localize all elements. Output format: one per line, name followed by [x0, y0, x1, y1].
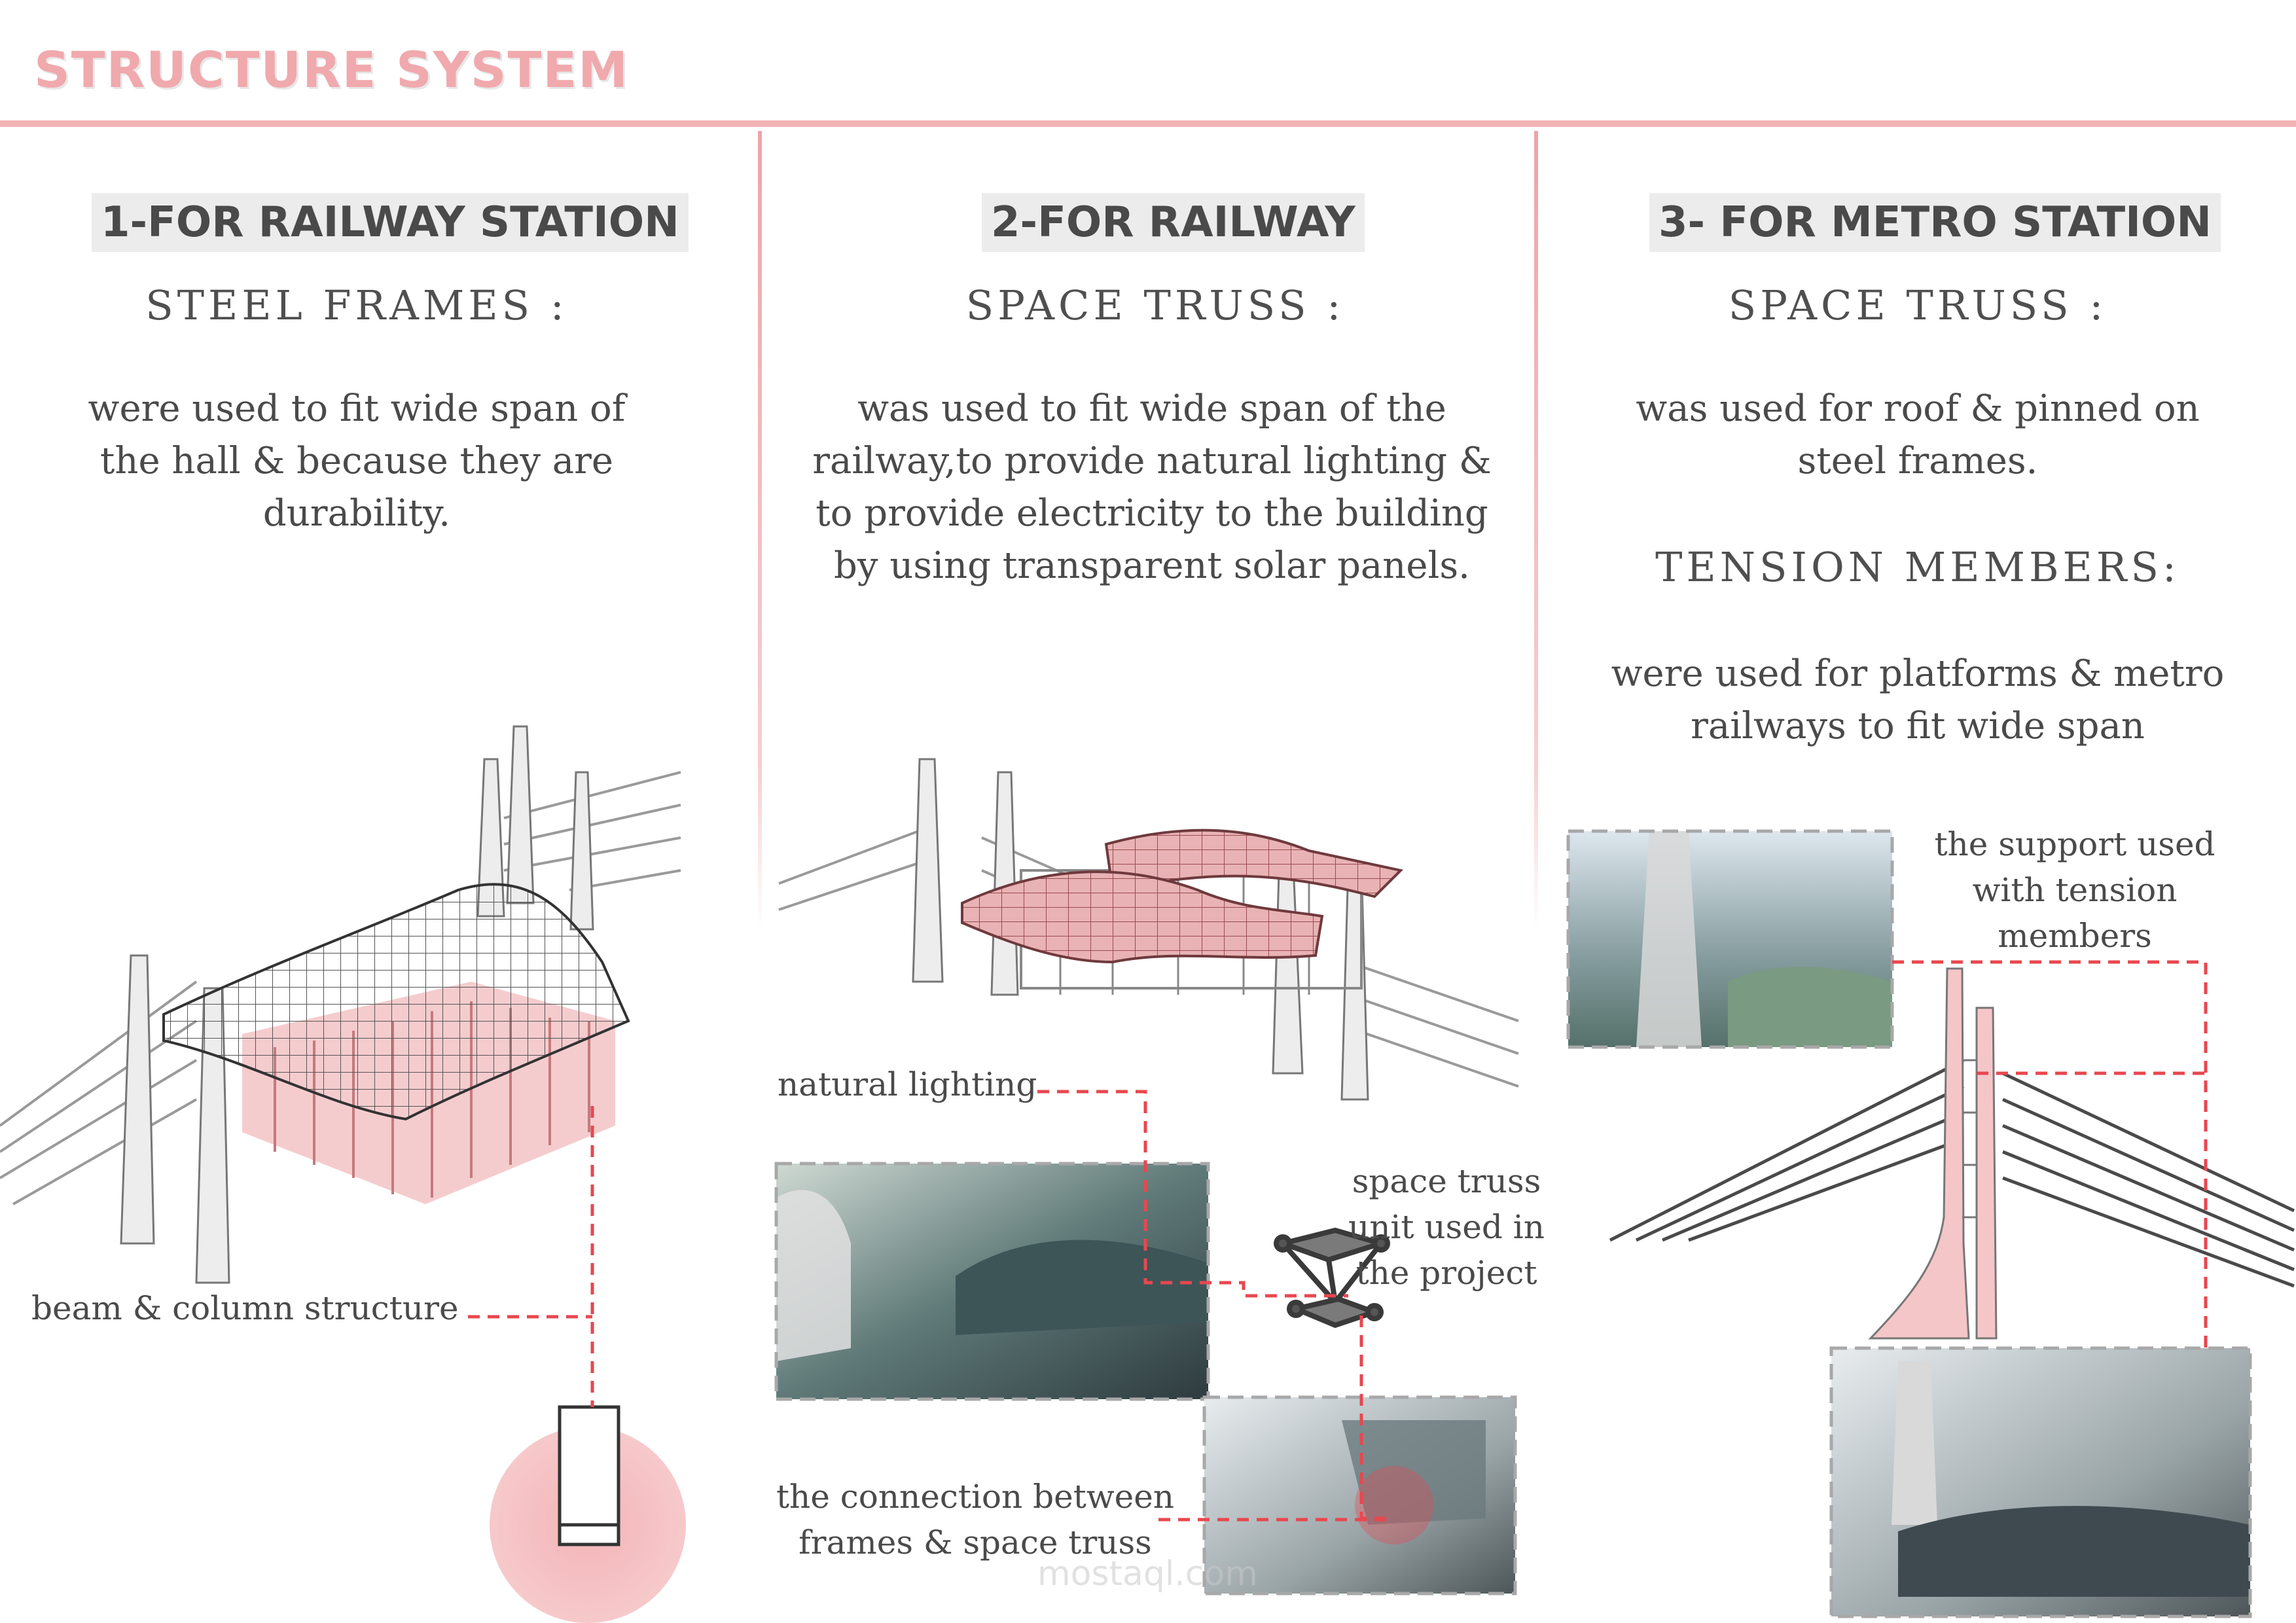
section-3-structure-title: SPACE TRUSS : — [1728, 281, 2108, 329]
space-truss-roof-illustration — [778, 758, 1519, 1101]
page-title: STRUCTURE SYSTEM — [34, 41, 629, 99]
column-divider-2 — [1534, 131, 1538, 929]
frame-detail-circle — [490, 1405, 686, 1623]
section-2-structure-title: SPACE TRUSS : — [965, 281, 1345, 329]
section-3-heading: 3- FOR METRO STATION — [1649, 193, 2221, 252]
section-3-structure-title-2: TENSION MEMBERS: — [1655, 543, 2180, 591]
section-1-heading: 1-FOR RAILWAY STATION — [92, 193, 689, 252]
station-render — [774, 1162, 1210, 1401]
section-1-description: were used to fit wide span of the hall &… — [88, 387, 626, 535]
natural-lighting-label: natural lighting — [778, 1065, 1037, 1103]
tension-pylon — [1609, 967, 2295, 1340]
beam-column-label: beam & column structure — [31, 1289, 459, 1327]
metro-render-bottom — [1829, 1346, 2252, 1618]
section-3-description: was used for roof & pinned on steel fram… — [1636, 387, 2200, 482]
column-divider-1 — [758, 131, 762, 929]
watermark: mostaql.com — [1037, 1554, 1258, 1594]
connection-label: the connection between frames & space tr… — [776, 1478, 1175, 1561]
section-3-description-2: were used for platforms & metro railways… — [1611, 652, 2225, 747]
metro-render-top — [1566, 829, 1894, 1049]
section-2-heading: 2-FOR RAILWAY — [982, 193, 1365, 252]
steel-frame-roof-illustration — [0, 725, 681, 1284]
support-label: the support used with tension members — [1934, 825, 2215, 955]
title-divider — [0, 120, 2296, 127]
section-1-structure-title: STEEL FRAMES : — [145, 281, 568, 329]
space-truss-unit-label: space truss unit used in the project — [1348, 1162, 1545, 1292]
section-2-description: was used to fit wide span of the railway… — [812, 387, 1492, 587]
